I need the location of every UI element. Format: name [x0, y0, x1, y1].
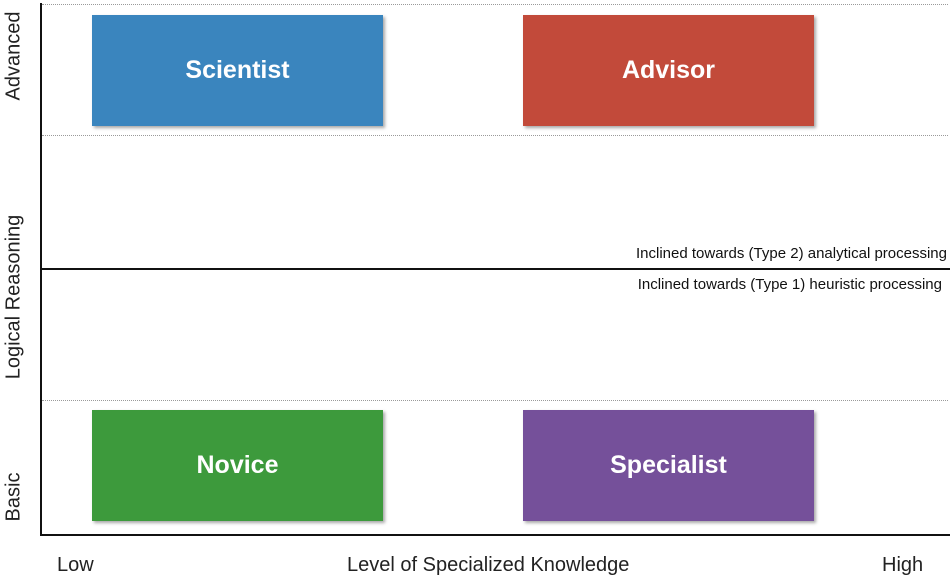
y-axis-high-label: Advanced: [2, 11, 25, 101]
x-axis-title: Level of Specialized Knowledge: [347, 554, 630, 576]
advisor-label: Advisor: [621, 56, 716, 84]
novice-label: Novice: [196, 451, 279, 479]
analytical-processing-label: Inclined towards (Type 2) analytical pro…: [636, 245, 947, 262]
x-axis-line: [40, 534, 950, 536]
top-guide-line: [42, 4, 948, 5]
y-axis-line: [40, 3, 42, 536]
heuristic-processing-label: Inclined towards (Type 1) heuristic proc…: [637, 276, 942, 293]
upper-guide-line: [42, 135, 948, 136]
scientist-box: Scientist: [92, 15, 383, 126]
lower-guide-line: [42, 400, 948, 401]
processing-divider-line: [42, 268, 950, 270]
x-axis-high-label: High: [882, 554, 924, 576]
novice-box: Novice: [92, 410, 383, 521]
scientist-label: Scientist: [185, 56, 290, 84]
specialist-label: Specialist: [610, 451, 727, 479]
y-axis-title: Logical Reasoning: [2, 214, 25, 380]
y-axis-low-label: Basic: [2, 472, 25, 522]
x-axis-low-label: Low: [57, 554, 94, 576]
advisor-box: Advisor: [523, 15, 814, 126]
specialist-box: Specialist: [523, 410, 814, 521]
